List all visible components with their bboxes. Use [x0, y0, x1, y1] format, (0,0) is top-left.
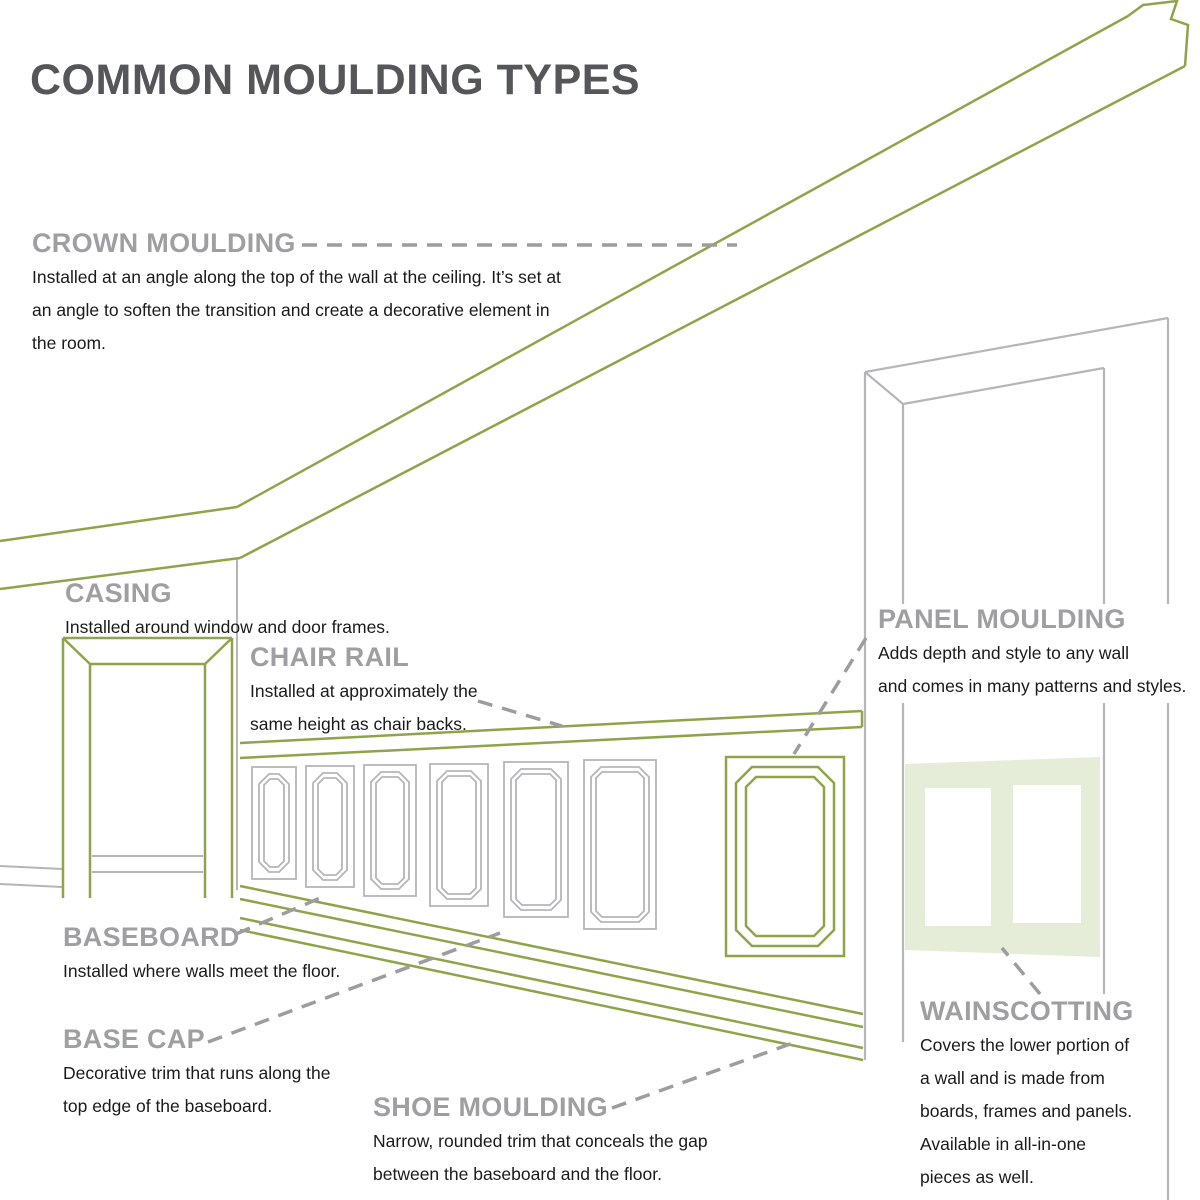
wainscotting-description: Covers the lower portion of a wall and i…: [920, 1035, 1133, 1187]
wainscotting-leader-line: [1000, 946, 1042, 996]
panel-leader-line: [792, 637, 868, 755]
leader-lines: [207, 243, 1042, 1110]
baseboard-label: BASEBOARD Installed where walls meet the…: [63, 922, 433, 988]
crown-moulding-heading: CROWN MOULDING: [32, 228, 296, 258]
wainscotting-heading: WAINSCOTTING: [920, 996, 1134, 1026]
chair-rail-leader-line: [477, 699, 563, 728]
base-cap-description: Decorative trim that runs along the top …: [63, 1063, 331, 1116]
shoe-moulding-label: SHOE MOULDING Narrow, rounded trim that …: [373, 1092, 783, 1191]
panel-moulding-panel: [724, 755, 846, 958]
base-cap-label: BASE CAP Decorative trim that runs along…: [63, 1024, 375, 1123]
casing-heading: CASING: [65, 578, 172, 608]
baseboard-description: Installed where walls meet the floor.: [63, 961, 341, 981]
casing-description: Installed around window and door frames.: [65, 617, 390, 637]
panel-moulding-description: Adds depth and style to any wall and com…: [878, 643, 1187, 696]
casing-label: CASING Installed around window and door …: [65, 578, 495, 644]
wall-panel: [251, 766, 297, 880]
crown-moulding-description: Installed at an angle along the top of t…: [32, 267, 561, 353]
crown-moulding-drawing: [0, 0, 1190, 591]
base-cap-leader-line: [207, 931, 501, 1044]
base-cap-heading: BASE CAP: [63, 1024, 205, 1054]
baseboard-heading: BASEBOARD: [63, 922, 240, 952]
crown-moulding-label: CROWN MOULDING Installed at an angle alo…: [32, 228, 652, 360]
baseboard-drawing: [239, 884, 864, 1062]
wainscotting-drawing: [905, 757, 1100, 957]
wall-panel: [583, 759, 657, 930]
baseboard-leader-line: [235, 896, 321, 936]
chair-rail-heading: CHAIR RAIL: [250, 642, 409, 672]
shoe-leader-line: [611, 1041, 794, 1110]
panel-moulding-heading: PANEL MOULDING: [878, 604, 1126, 634]
chair-rail-label: CHAIR RAIL Installed at approximately th…: [250, 642, 530, 741]
left-wall-lines: [0, 558, 238, 890]
wall-panels: [251, 755, 846, 958]
wainscotting-label: WAINSCOTTING Covers the lower portion of…: [920, 996, 1165, 1194]
casing-drawing: [61, 636, 234, 898]
shoe-moulding-heading: SHOE MOULDING: [373, 1092, 608, 1122]
wall-panel: [503, 761, 569, 918]
chair-rail-description: Installed at approximately the same heig…: [250, 681, 478, 734]
wall-panel: [363, 764, 417, 897]
wall-panel: [305, 765, 355, 888]
page-title: COMMON MOULDING TYPES: [30, 56, 641, 104]
shoe-moulding-description: Narrow, rounded trim that conceals the g…: [373, 1131, 708, 1184]
chair-rail-drawing: [239, 709, 864, 760]
panel-moulding-label: PANEL MOULDING Adds depth and style to a…: [878, 604, 1200, 703]
wall-panel: [429, 763, 489, 907]
